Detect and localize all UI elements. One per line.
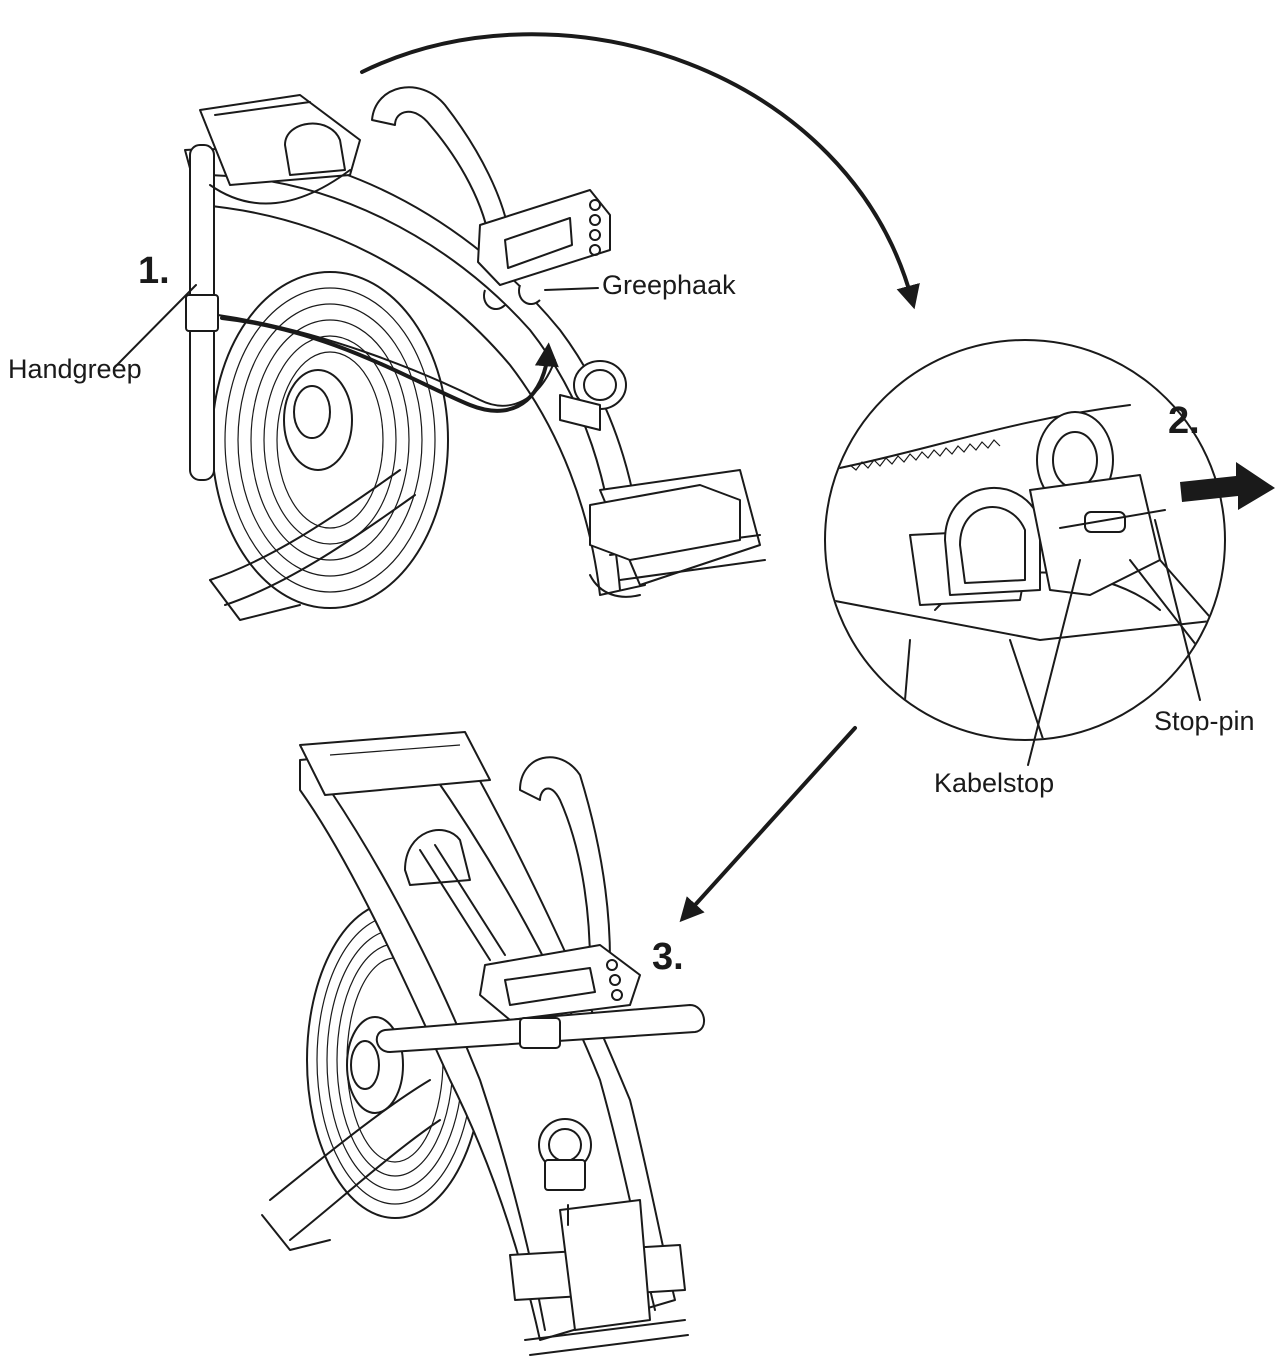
step-number-1: 1. bbox=[138, 250, 170, 292]
next-step-arrow-icon bbox=[679, 726, 857, 923]
pull-arrow-icon bbox=[1180, 462, 1275, 510]
label-stop-pin: Stop-pin bbox=[1154, 706, 1255, 736]
greephaak-leader bbox=[544, 287, 599, 291]
handle-bar-mounted bbox=[375, 1004, 705, 1053]
step-number-3: 3. bbox=[652, 936, 684, 978]
fan-wheel bbox=[211, 271, 449, 609]
step-number-2: 2. bbox=[1168, 400, 1200, 442]
label-kabelstop: Kabelstop bbox=[934, 768, 1055, 798]
rower-machine-assembled-view bbox=[261, 731, 705, 1356]
monitor bbox=[477, 189, 611, 310]
rower-machine-folded-view bbox=[184, 86, 766, 621]
label-greephaak: Greephaak bbox=[602, 270, 736, 300]
route-arrow bbox=[220, 316, 559, 413]
stoppin-leader bbox=[1154, 519, 1201, 701]
kabelstop-leader bbox=[1027, 559, 1081, 766]
handle-bar bbox=[185, 144, 351, 481]
curved-arrow-icon bbox=[360, 32, 920, 310]
detail-zoom-circle bbox=[824, 339, 1226, 766]
label-handgreep: Handgreep bbox=[8, 354, 142, 384]
handgreep-leader bbox=[113, 284, 197, 369]
